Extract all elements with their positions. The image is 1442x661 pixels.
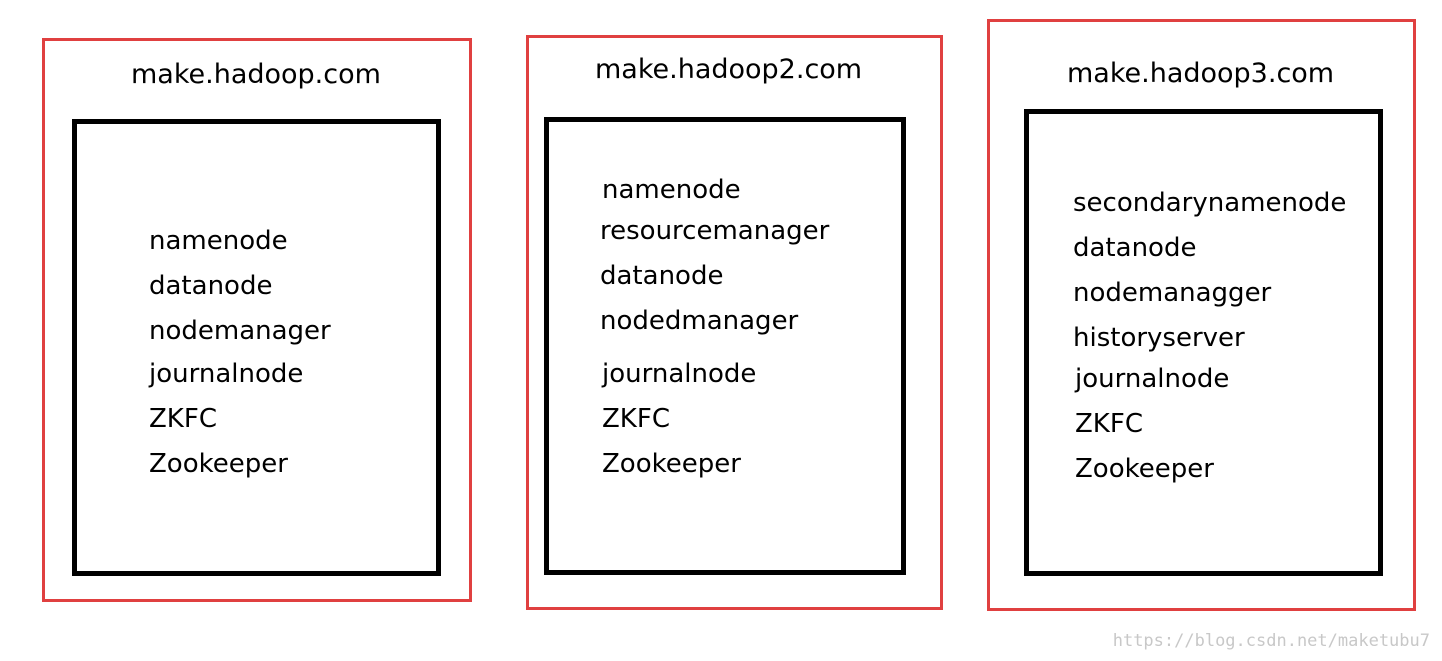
service-label: namenode bbox=[602, 175, 741, 205]
hostname-label: make.hadoop2.com bbox=[595, 54, 863, 85]
service-label: ZKFC bbox=[1075, 409, 1143, 439]
services-box: secondarynamenode datanode nodemanagger … bbox=[1024, 109, 1383, 576]
service-label: resourcemanager bbox=[600, 216, 830, 246]
service-label: datanode bbox=[149, 271, 273, 301]
host-box-hadoop3: make.hadoop3.com secondarynamenode datan… bbox=[987, 19, 1416, 611]
service-label: namenode bbox=[149, 226, 288, 256]
service-label: journalnode bbox=[602, 359, 757, 389]
service-label: datanode bbox=[1073, 233, 1197, 263]
service-label: Zookeeper bbox=[602, 449, 741, 479]
service-label: nodedmanager bbox=[600, 306, 799, 336]
service-label: historyserver bbox=[1073, 323, 1245, 353]
service-label: ZKFC bbox=[149, 404, 217, 434]
watermark-text: https://blog.csdn.net/maketubu7 bbox=[1112, 631, 1430, 651]
service-label: ZKFC bbox=[602, 404, 670, 434]
service-label: nodemanager bbox=[149, 316, 331, 346]
service-label: Zookeeper bbox=[1075, 454, 1214, 484]
services-box: namenode datanode nodemanager journalnod… bbox=[72, 119, 441, 576]
service-label: journalnode bbox=[149, 359, 304, 389]
service-label: Zookeeper bbox=[149, 449, 288, 479]
service-label: nodemanagger bbox=[1073, 278, 1272, 308]
services-box: namenode resourcemanager datanode nodedm… bbox=[544, 117, 906, 575]
host-box-hadoop: make.hadoop.com namenode datanode nodema… bbox=[42, 38, 472, 602]
hostname-label: make.hadoop.com bbox=[131, 59, 381, 90]
service-label: journalnode bbox=[1075, 364, 1230, 394]
service-label: datanode bbox=[600, 261, 724, 291]
host-box-hadoop2: make.hadoop2.com namenode resourcemanage… bbox=[526, 35, 943, 610]
service-label: secondarynamenode bbox=[1073, 188, 1347, 218]
hostname-label: make.hadoop3.com bbox=[1067, 58, 1335, 89]
